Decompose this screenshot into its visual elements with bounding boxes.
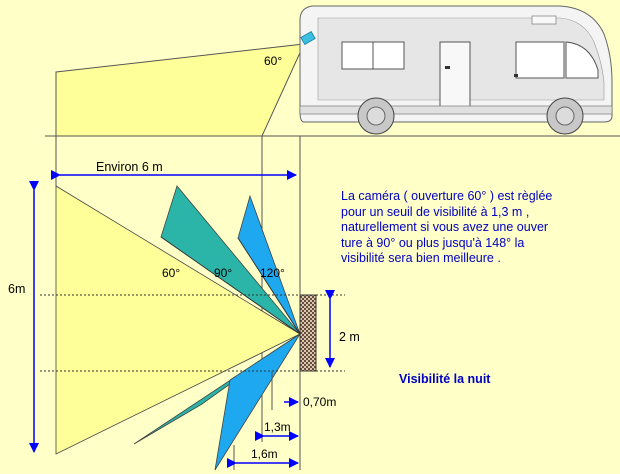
side-angle-label: 60° — [264, 54, 282, 68]
angle-60-label: 60° — [162, 266, 180, 280]
offset-13-label: 1,3m — [264, 420, 291, 434]
motorhome-icon — [299, 5, 613, 135]
angle-line-90 — [160, 236, 301, 335]
night-visibility-title: Visibilité la nuit — [399, 372, 491, 386]
offset-070-label: 0,70m — [303, 395, 336, 409]
distance-label: Environ 6 m — [96, 160, 163, 174]
angle-90-label: 90° — [214, 266, 232, 280]
width-label: 6m — [8, 282, 25, 296]
cone-60 — [55, 185, 301, 455]
offset-16-label: 1,6m — [251, 447, 278, 461]
obstacle-height-label: 2 m — [339, 330, 360, 344]
angle-120-label: 120° — [260, 266, 285, 280]
caption-text: La caméra ( ouverture 60° ) est règlée p… — [341, 189, 553, 265]
camera-icon — [300, 30, 316, 46]
cone-120-lower — [214, 333, 301, 471]
obstacle — [299, 294, 317, 372]
angle-line-120 — [237, 237, 301, 335]
